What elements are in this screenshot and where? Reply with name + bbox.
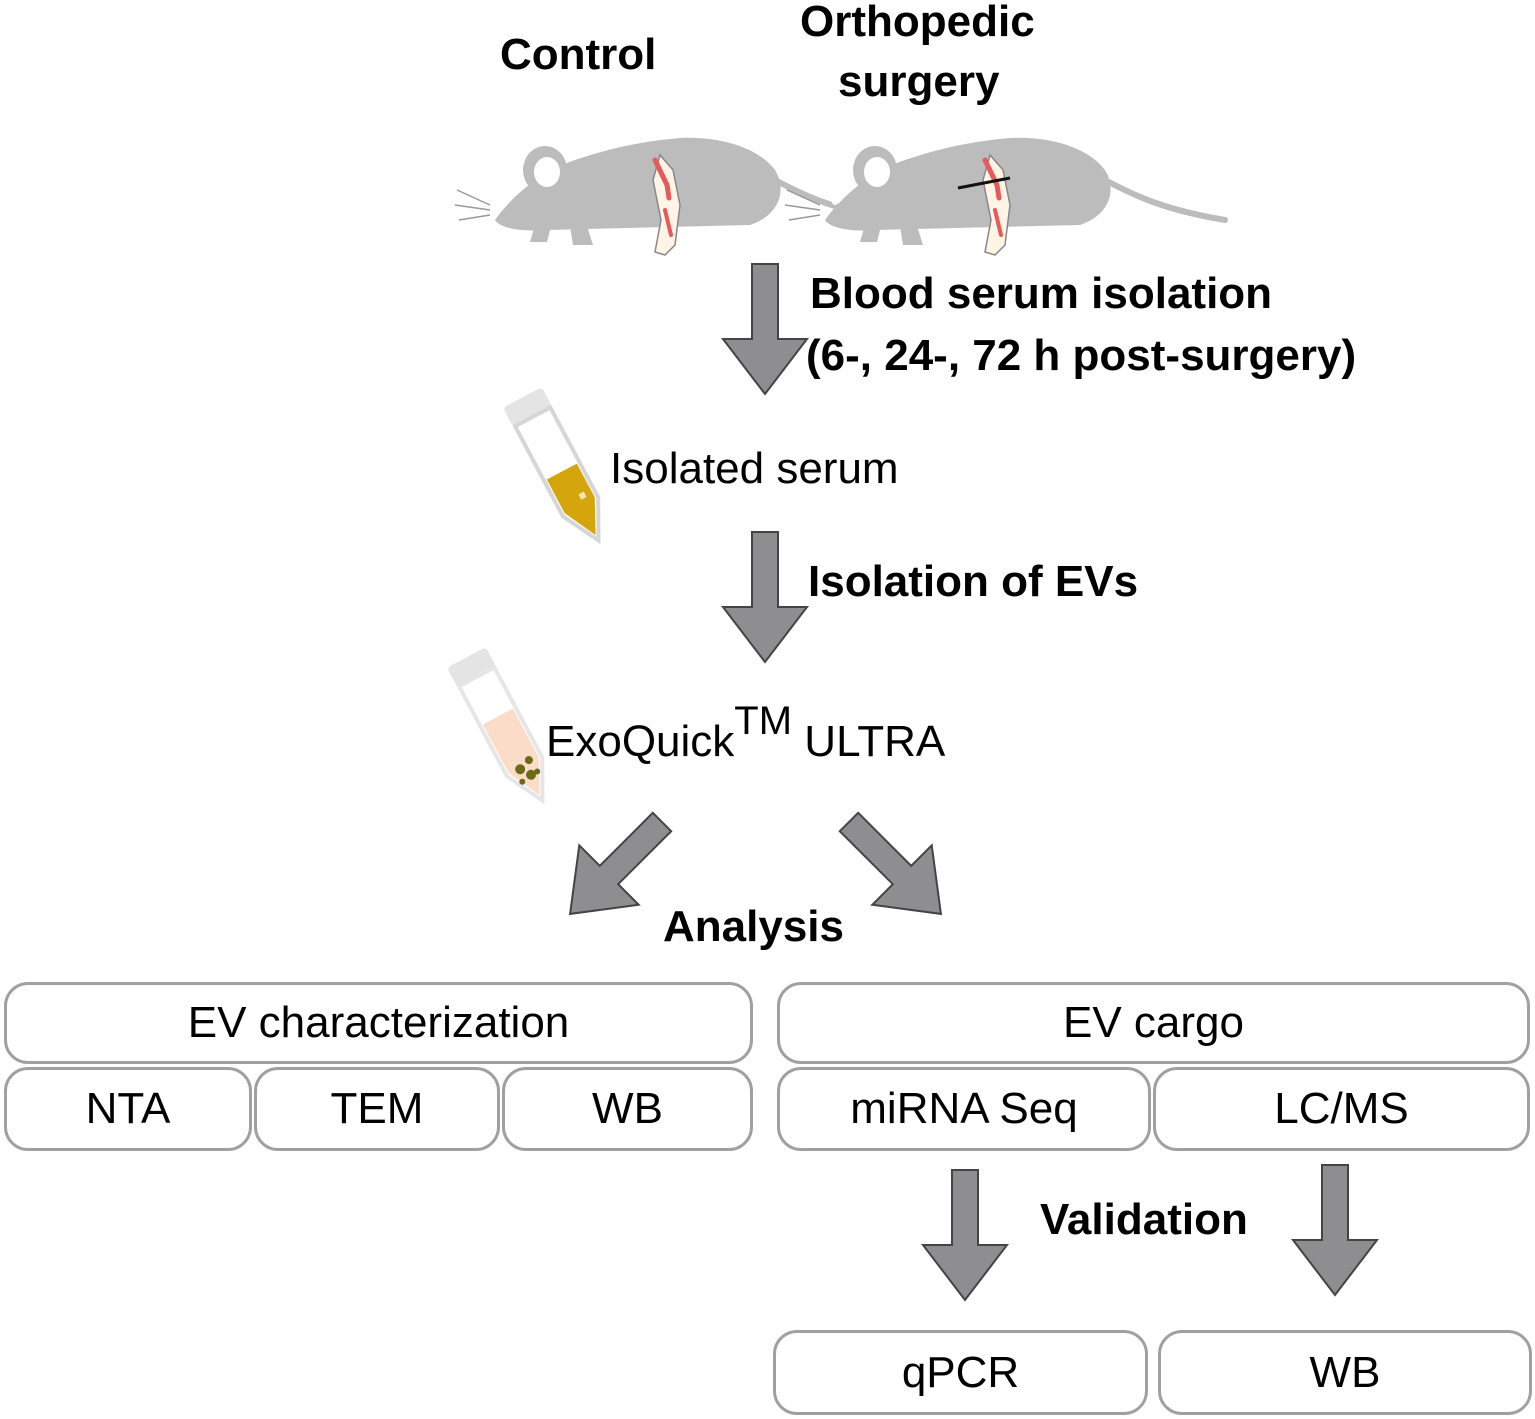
method-wb-label: WB [592, 1084, 663, 1133]
arrow-serum-isolation [722, 263, 808, 395]
incision-line [957, 176, 1011, 190]
method-tem-label: TEM [330, 1084, 424, 1133]
serum-timepoints-label: (6-, 24-, 72 h post-surgery) [806, 331, 1357, 380]
analysis-label: Analysis [663, 902, 844, 951]
validation-qpcr-label: qPCR [901, 1347, 1020, 1397]
surgery-label-line2: surgery [838, 57, 1000, 106]
arrow-validation-wb [1292, 1164, 1378, 1296]
ev-characterization-box: EV characterization [4, 982, 753, 1064]
method-nta-box: NTA [4, 1067, 252, 1151]
method-lcms-box: LC/MS [1153, 1067, 1530, 1151]
method-lcms-label: LC/MS [1274, 1084, 1409, 1133]
surgery-mouse-icon [785, 138, 1225, 255]
exoquick-label: ExoQuickTM ULTRA [546, 701, 946, 766]
arrow-validation-qpcr [922, 1169, 1008, 1301]
ev-characterization-title: EV characterization [187, 998, 570, 1047]
method-mirna-seq-box: miRNA Seq [777, 1067, 1151, 1151]
ev-isolation-label: Isolation of EVs [808, 557, 1139, 606]
isolated-serum-label: Isolated serum [610, 444, 899, 493]
ev-cargo-title: EV cargo [1063, 998, 1244, 1047]
validation-wb-box: WB [1158, 1330, 1532, 1415]
validation-label: Validation [1040, 1195, 1248, 1244]
exoquick-suffix: ULTRA [804, 717, 946, 766]
control-label: Control [500, 30, 657, 79]
validation-qpcr-box: qPCR [773, 1330, 1148, 1415]
method-tem-box: TEM [254, 1067, 500, 1151]
method-mirna-seq-label: miRNA Seq [850, 1084, 1078, 1133]
arrow-ev-isolation [722, 531, 808, 663]
exoquick-tm: TM [734, 699, 793, 743]
method-nta-label: NTA [85, 1084, 171, 1133]
validation-wb-label: WB [1309, 1347, 1381, 1397]
ev-cargo-box: EV cargo [777, 982, 1530, 1064]
serum-tube-icon [504, 388, 601, 545]
ev-tube-icon [448, 648, 545, 805]
method-wb-box: WB [502, 1067, 753, 1151]
serum-isolation-label: Blood serum isolation [810, 269, 1273, 318]
control-mouse-icon [455, 138, 895, 255]
exoquick-name: ExoQuick [546, 717, 735, 766]
surgery-label-line1: Orthopedic [800, 0, 1035, 46]
